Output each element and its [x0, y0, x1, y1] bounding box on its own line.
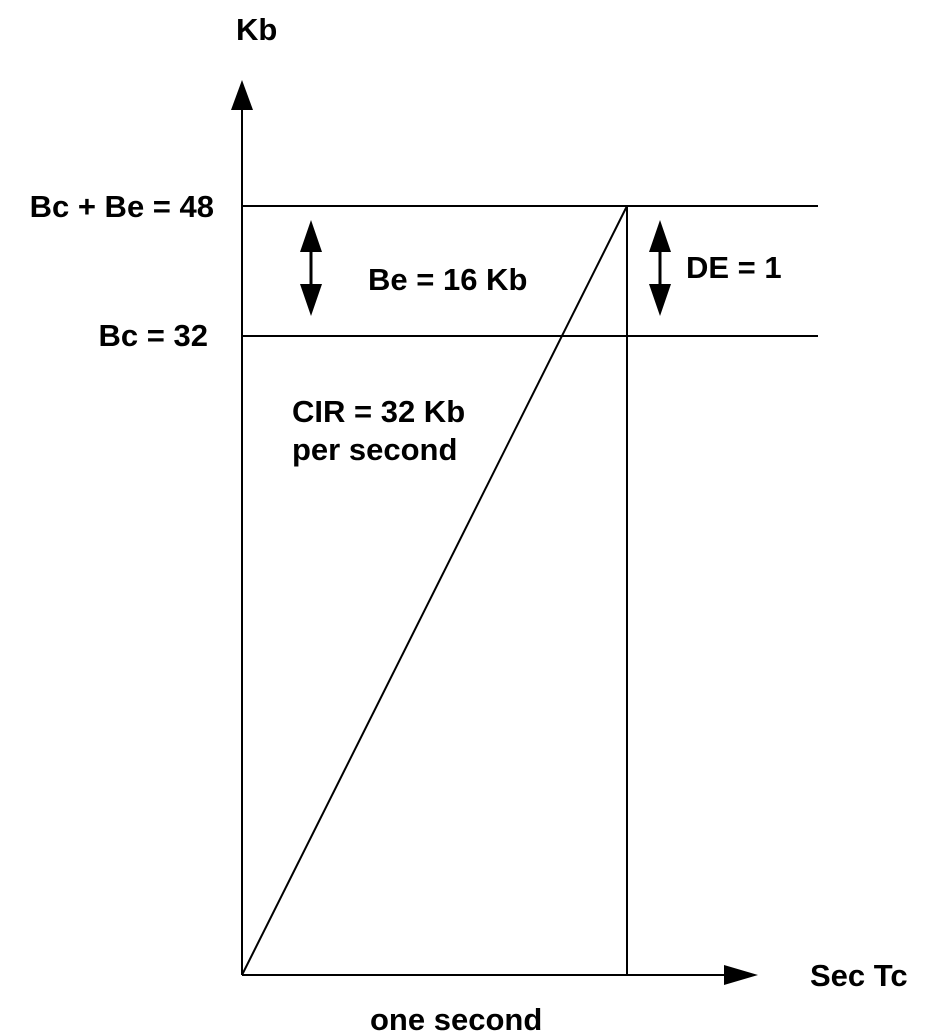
y-axis-arrowhead: [231, 80, 253, 110]
y-axis-label: Kb: [236, 12, 277, 47]
x-axis-label: Sec Tc: [810, 958, 908, 993]
cir-label-line2: per second: [292, 432, 457, 467]
be-label: Be = 16 Kb: [368, 262, 527, 297]
upper-level-label: Bc + Be = 48: [30, 189, 214, 224]
x-axis-arrowhead: [724, 965, 758, 985]
lower-level-label: Bc = 32: [99, 318, 208, 353]
de-label: DE = 1: [686, 250, 782, 285]
de-double-arrow: [649, 220, 671, 316]
be-double-arrow: [300, 220, 322, 316]
cir-label-line1: CIR = 32 Kb: [292, 394, 465, 429]
x-axis-caption: one second: [370, 1002, 542, 1035]
cir-rate-line: [241, 205, 628, 976]
